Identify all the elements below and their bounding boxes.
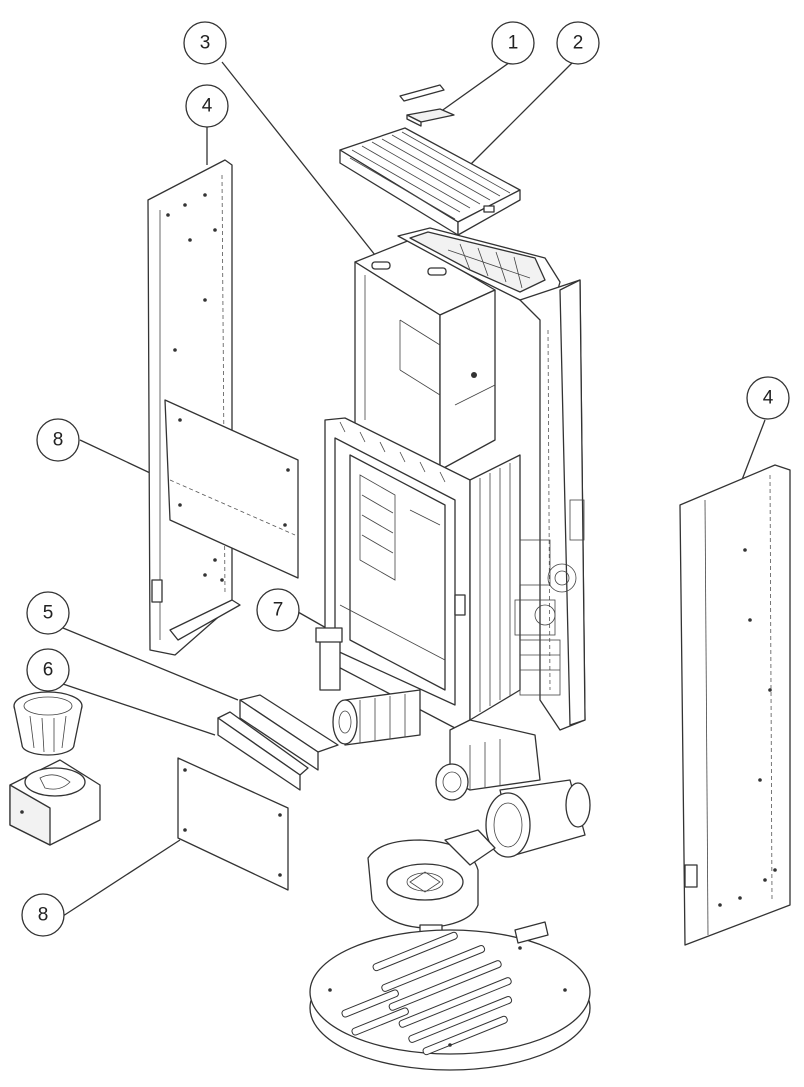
exhaust-tube bbox=[485, 779, 591, 858]
callout-4-right-label: 4 bbox=[763, 388, 774, 409]
callout-6-label: 6 bbox=[43, 660, 54, 681]
callout-4-left: 4 bbox=[185, 84, 229, 128]
leader-lines bbox=[62, 59, 766, 917]
callout-3: 3 bbox=[183, 21, 227, 65]
callout-1-label: 1 bbox=[508, 33, 519, 54]
callout-3-label: 3 bbox=[200, 33, 211, 54]
part-8-upper-plate bbox=[164, 399, 299, 579]
callout-5-label: 5 bbox=[43, 603, 54, 624]
callout-8-lower-label: 8 bbox=[38, 905, 49, 926]
callout-7: 7 bbox=[256, 588, 300, 632]
callout-2: 2 bbox=[556, 21, 600, 65]
callout-5: 5 bbox=[26, 591, 70, 635]
part-4-left-side-panel bbox=[147, 159, 241, 656]
callout-2-label: 2 bbox=[573, 33, 584, 54]
part-1-clips bbox=[399, 84, 455, 127]
part-5-plate bbox=[239, 694, 339, 771]
burner-cup-assembly bbox=[9, 691, 101, 846]
callout-4-left-label: 4 bbox=[202, 96, 213, 117]
callout-7-label: 7 bbox=[273, 600, 284, 621]
part-2-top-grille bbox=[339, 127, 521, 236]
callout-8-upper: 8 bbox=[36, 418, 80, 462]
callout-6: 6 bbox=[26, 648, 70, 692]
part-6-plate bbox=[217, 711, 309, 791]
base-plate bbox=[309, 921, 591, 1071]
callout-8-upper-label: 8 bbox=[53, 430, 64, 451]
callout-1: 1 bbox=[491, 21, 535, 65]
part-4-right-side-panel bbox=[679, 464, 791, 946]
callout-4-right: 4 bbox=[746, 376, 790, 420]
callout-8-lower: 8 bbox=[21, 893, 65, 937]
part-8-lower-plate bbox=[177, 757, 289, 891]
exhaust-fan bbox=[367, 829, 496, 938]
part-3-main-body bbox=[315, 227, 586, 801]
